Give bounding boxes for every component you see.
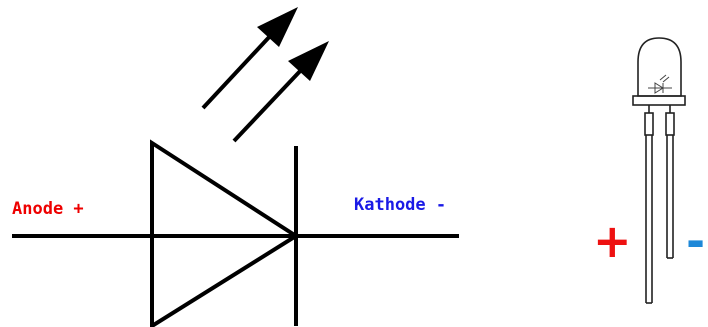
plus-sign: + (593, 214, 632, 268)
kathode-label: Kathode - (354, 195, 447, 215)
led-internal-symbol (648, 74, 672, 94)
anode-label: Anode + (12, 199, 84, 219)
diode-triangle (150, 139, 300, 327)
led-flange (632, 95, 686, 106)
led-lens (637, 37, 682, 97)
led-component-icon (632, 37, 686, 304)
emission-arrow-upper (201, 7, 298, 110)
minus-sign: - (686, 214, 706, 268)
emission-arrow-lower (232, 41, 329, 143)
led-lead-kathode-top (665, 112, 675, 136)
led-lead-anode-top (644, 112, 654, 136)
